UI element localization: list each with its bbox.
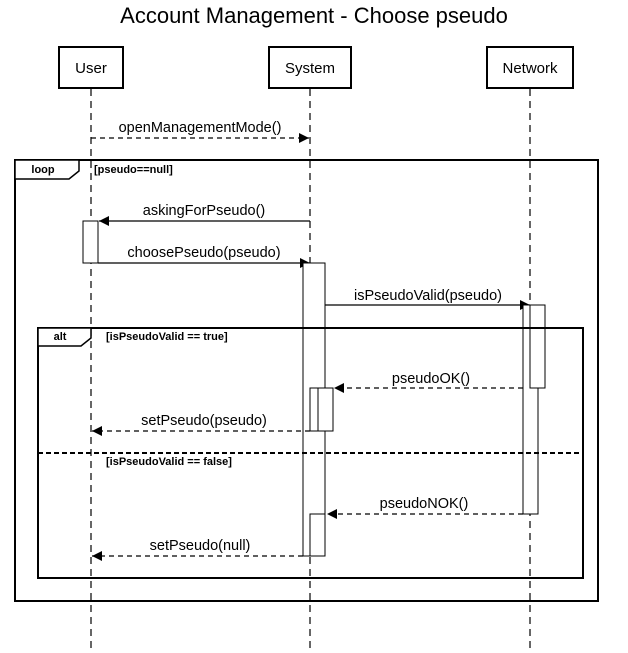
- alt-tag: alt: [54, 331, 67, 343]
- actor-user: User: [58, 46, 124, 89]
- diagram-title: Account Management - Choose pseudo: [120, 3, 508, 28]
- activation-system-ok-inner: [317, 387, 334, 432]
- actor-network-label: Network: [502, 60, 558, 77]
- message-label-pseudo-nok: pseudoNOK(): [380, 496, 469, 512]
- activation-user: [82, 220, 99, 264]
- loop-guard: [pseudo==null]: [94, 164, 173, 176]
- alt-fragment: alt [isPseudoValid == true] [isPseudoVal…: [37, 327, 584, 579]
- actor-network: Network: [486, 46, 574, 89]
- message-label-set-pseudo: setPseudo(pseudo): [141, 413, 267, 429]
- alt-guard-true: [isPseudoValid == true]: [106, 331, 228, 343]
- message-label-pseudo-ok: pseudoOK(): [392, 371, 470, 387]
- actor-system: System: [268, 46, 352, 89]
- actor-system-label: System: [285, 60, 335, 77]
- loop-tag: loop: [31, 164, 54, 176]
- message-label-set-pseudo-null: setPseudo(null): [150, 538, 251, 554]
- actor-user-label: User: [75, 60, 107, 77]
- message-label-asking-for-pseudo: askingForPseudo(): [143, 203, 266, 219]
- activation-system-nok: [309, 513, 326, 557]
- loop-fragment: loop [pseudo==null]: [14, 159, 599, 602]
- message-label-is-pseudo-valid: isPseudoValid(pseudo): [354, 288, 502, 304]
- alt-guard-false: [isPseudoValid == false]: [106, 456, 232, 468]
- message-label-open-management-mode: openManagementMode(): [119, 120, 282, 136]
- activation-network-inner: [529, 304, 546, 389]
- message-label-choose-pseudo: choosePseudo(pseudo): [127, 245, 280, 261]
